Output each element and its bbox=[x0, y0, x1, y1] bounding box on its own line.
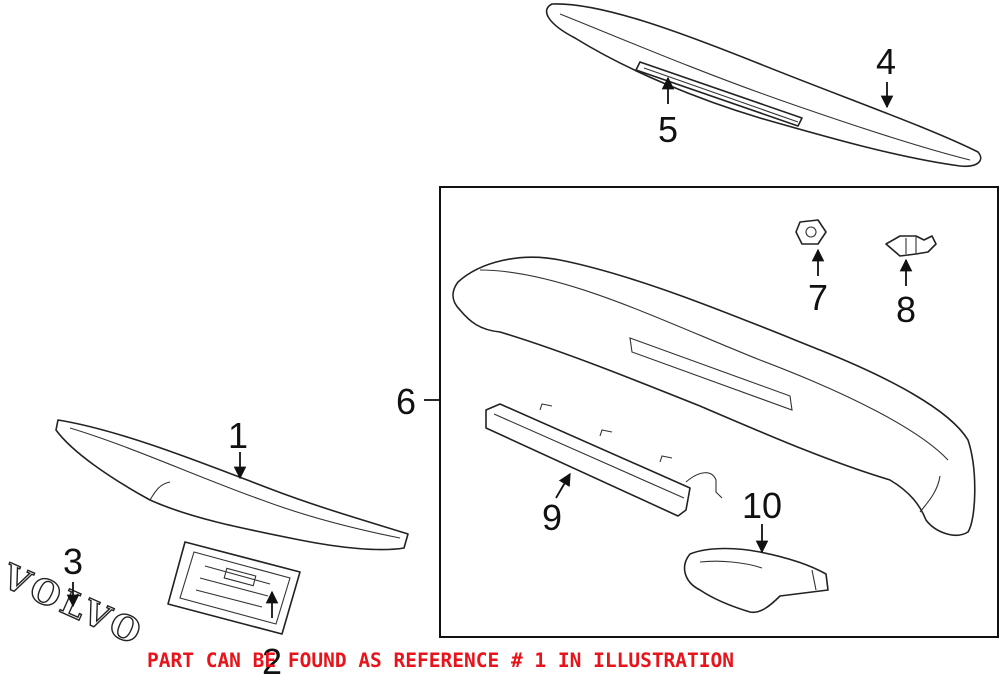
nozzle-part-10 bbox=[683, 547, 829, 614]
brake-light-part-9 bbox=[485, 403, 723, 517]
spoiler-part-4 bbox=[545, 3, 982, 168]
callout-4: 4 bbox=[876, 41, 896, 82]
callout-1: 1 bbox=[228, 415, 248, 456]
leader-9 bbox=[555, 472, 571, 499]
callout-10: 10 bbox=[742, 485, 782, 526]
spoiler-part-6 bbox=[452, 256, 976, 536]
callout-7: 7 bbox=[808, 277, 828, 318]
callout-3: 3 bbox=[63, 541, 83, 582]
lamp-part-2 bbox=[167, 541, 301, 635]
reference-notice: PART CAN BE FOUND AS REFERENCE # 1 IN IL… bbox=[147, 649, 734, 672]
callout-5: 5 bbox=[658, 109, 678, 150]
nut-part-7 bbox=[795, 219, 827, 245]
clip-part-8 bbox=[885, 235, 937, 257]
spoiler-part-1 bbox=[55, 419, 409, 551]
callout-9: 9 bbox=[542, 497, 562, 538]
assembly-frame bbox=[439, 186, 999, 638]
callout-8: 8 bbox=[896, 289, 916, 330]
callout-2: 2 bbox=[262, 641, 282, 678]
callout-6: 6 bbox=[396, 381, 416, 422]
